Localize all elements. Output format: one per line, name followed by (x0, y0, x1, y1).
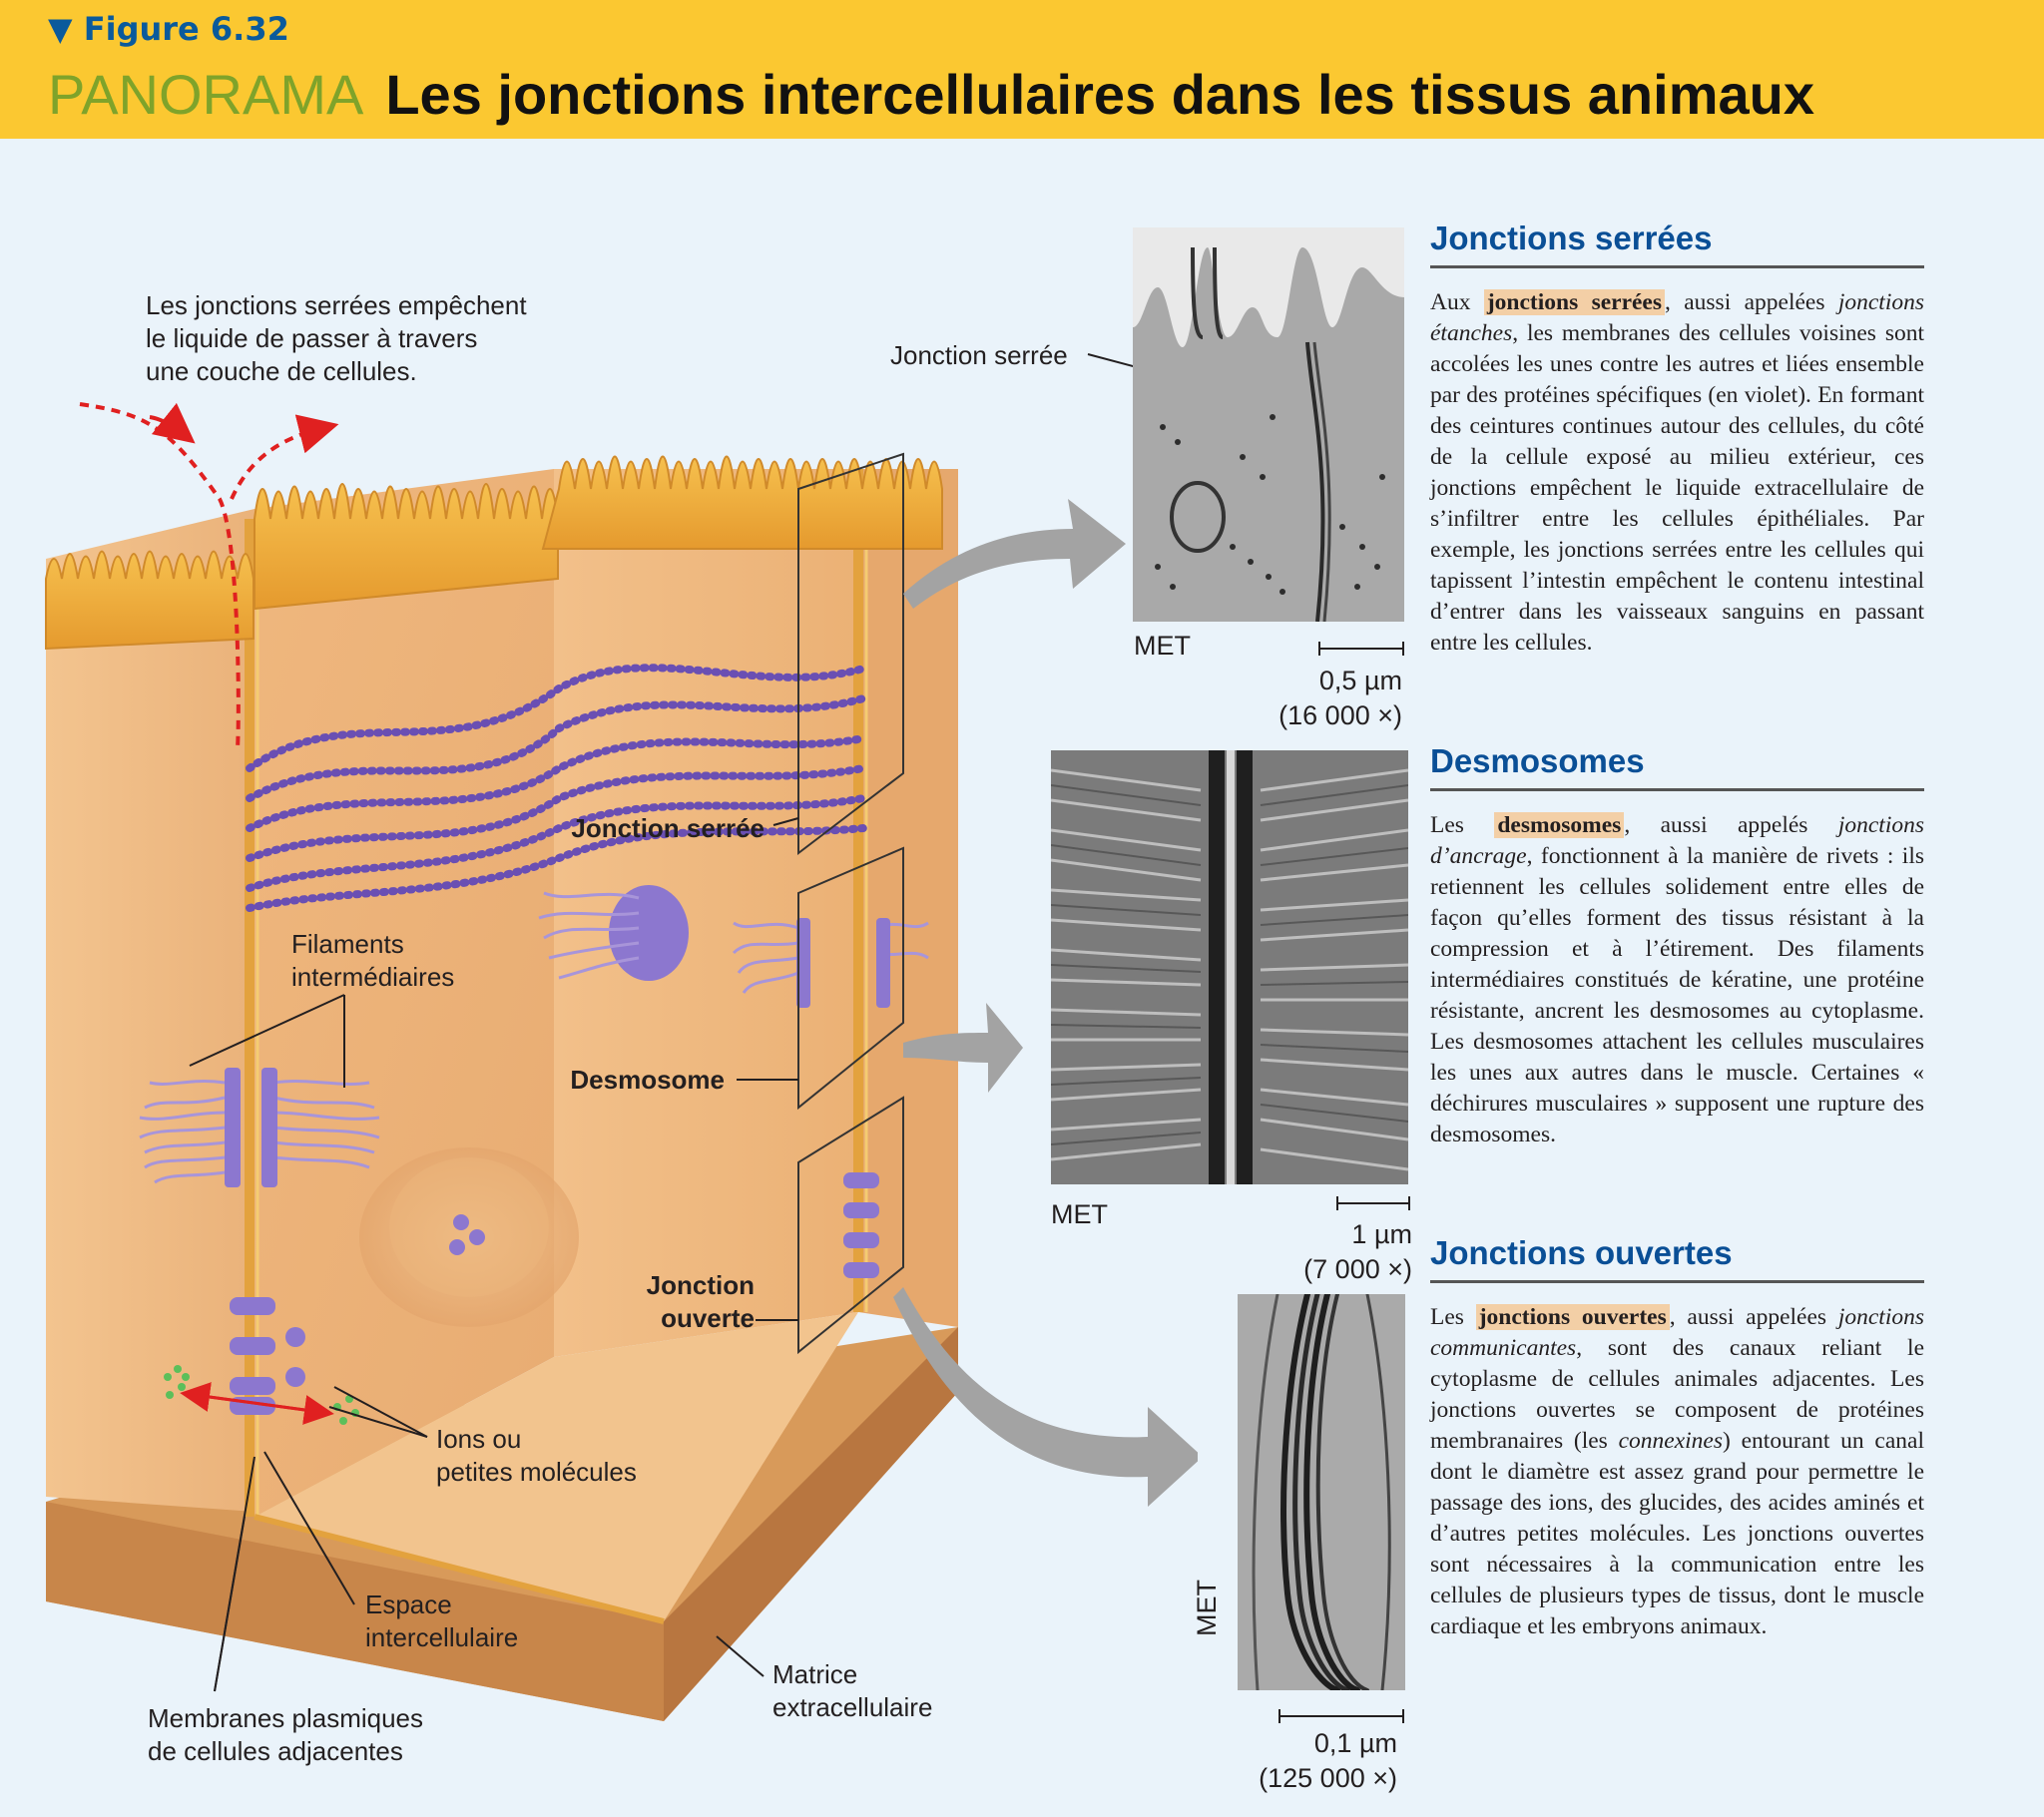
header-banner: ▼ Figure 6.32 PANORAMA Les jonctions inte… (0, 0, 2044, 139)
text-run: , aussi appelés (1624, 812, 1838, 838)
text-run: , aussi appelées (1669, 1304, 1838, 1330)
italic-term: jonctions d’ancrage (1430, 812, 1924, 869)
micrograph-tight-callout: Jonction serrée (890, 340, 1068, 370)
label-intermediate-filaments: Filaments intermédiaires (291, 929, 455, 992)
scale-gap: 0,1 µm (125 000 ×) (1218, 1726, 1397, 1796)
label-desmosome: Desmosome (570, 1065, 725, 1095)
section-text-tight-junctions: Aux jonctions serrées, aussi appelées jo… (1430, 287, 1924, 659)
text-run: Aux (1430, 289, 1484, 315)
microvilli (45, 455, 943, 651)
section-title-gap-junctions: Jonctions ouvertes (1430, 1234, 1924, 1283)
scale-bar-gap (1278, 1709, 1404, 1723)
figure-label: ▼ Figure 6.32 (48, 10, 289, 48)
micrograph-gap-junction (1238, 1294, 1405, 1690)
desmosome-middle (538, 885, 689, 981)
link-arrows (893, 499, 1198, 1507)
label-ions: Ions ou petites molécules (436, 1424, 637, 1487)
italic-term-connexines: connexines (1618, 1428, 1724, 1454)
cell-right-wall (554, 469, 858, 1357)
panorama-label: PANORAMA (48, 63, 364, 126)
page-title: PANORAMA Les jonctions intercellulaires d… (48, 62, 1814, 127)
leader-lines (189, 353, 1198, 1692)
keyword-gap-junctions: jonctions ouvertes (1475, 1304, 1670, 1330)
italic-term: jonctions étanches (1430, 289, 1924, 346)
italic-term: jonctions communicantes (1430, 1304, 1925, 1361)
text-run: , aussi appelées (1665, 289, 1838, 315)
section-title-tight-junctions: Jonctions serrées (1430, 220, 1924, 268)
desmosome-right (732, 918, 929, 1008)
fluid-arrow (79, 402, 241, 749)
section-title-desmosomes: Desmosomes (1430, 742, 1924, 791)
tight-junction-proteins (246, 664, 867, 912)
callout-boxes (797, 452, 904, 1355)
label-extracellular-matrix: Matrice extracellulaire (772, 1659, 933, 1722)
cell-floor (255, 1312, 858, 1621)
scale-gap-length: 0,1 µm (1313, 1728, 1397, 1758)
text-run: ) entourant un canal dont le diamètre es… (1430, 1428, 1924, 1639)
text-run: Les (1430, 812, 1495, 838)
micrograph-gap-method: MET (1192, 1580, 1222, 1636)
label-intercellular-space: Espace intercellulaire (365, 1590, 519, 1652)
label-plasma-membranes: Membranes plasmiques de cellules adjacen… (148, 1703, 424, 1766)
scale-desmosome-length: 1 µm (1351, 1219, 1412, 1249)
desmosome-left (139, 1068, 380, 1187)
micrograph-tight-method: MET (1134, 631, 1191, 661)
text-run: , sont des canaux reliant le cytoplasme … (1430, 1335, 1924, 1454)
scale-tight: 0,5 µm (16 000 ×) (1258, 664, 1402, 733)
keyword-tight-junctions: jonctions serrées (1483, 289, 1666, 315)
scale-bar-desmosome (1336, 1196, 1410, 1210)
keyword-desmosomes: desmosomes (1494, 812, 1625, 838)
text-run: Les (1430, 1304, 1476, 1330)
scale-desmosome-magnification: (7 000 ×) (1303, 1254, 1412, 1284)
text-run: , fonctionnent à la manière de rivets : … (1430, 843, 1924, 1147)
section-text-desmosomes: Les desmosomes, aussi appelés jonctions … (1430, 810, 1924, 1150)
text-run: , les membranes des cellules voisines so… (1430, 320, 1924, 656)
scale-bar-tight (1318, 642, 1404, 656)
cell-left (46, 509, 255, 1512)
scale-desmosome: 1 µm (7 000 ×) (1268, 1217, 1412, 1287)
caption-tight-junction: Les jonctions serrées empêchent le liqui… (146, 290, 527, 386)
scale-tight-magnification: (16 000 ×) (1278, 700, 1402, 730)
scale-gap-magnification: (125 000 ×) (1259, 1763, 1397, 1793)
micrograph-tight-junction (1133, 227, 1404, 622)
scale-tight-length: 0,5 µm (1318, 666, 1402, 695)
gap-junctions (230, 1172, 879, 1415)
label-gap-junction: Jonction ouverte (646, 1270, 755, 1333)
micrograph-desmosome (1051, 750, 1408, 1184)
main-title: Les jonctions intercellulaires dans les … (385, 63, 1814, 126)
section-text-gap-junctions: Les jonctions ouvertes, aussi appelées j… (1430, 1302, 1924, 1642)
label-tight-junction: Jonction serrée (571, 813, 765, 843)
micrograph-desmosome-method: MET (1051, 1199, 1108, 1229)
cell-junction-diagram (45, 353, 1198, 1721)
